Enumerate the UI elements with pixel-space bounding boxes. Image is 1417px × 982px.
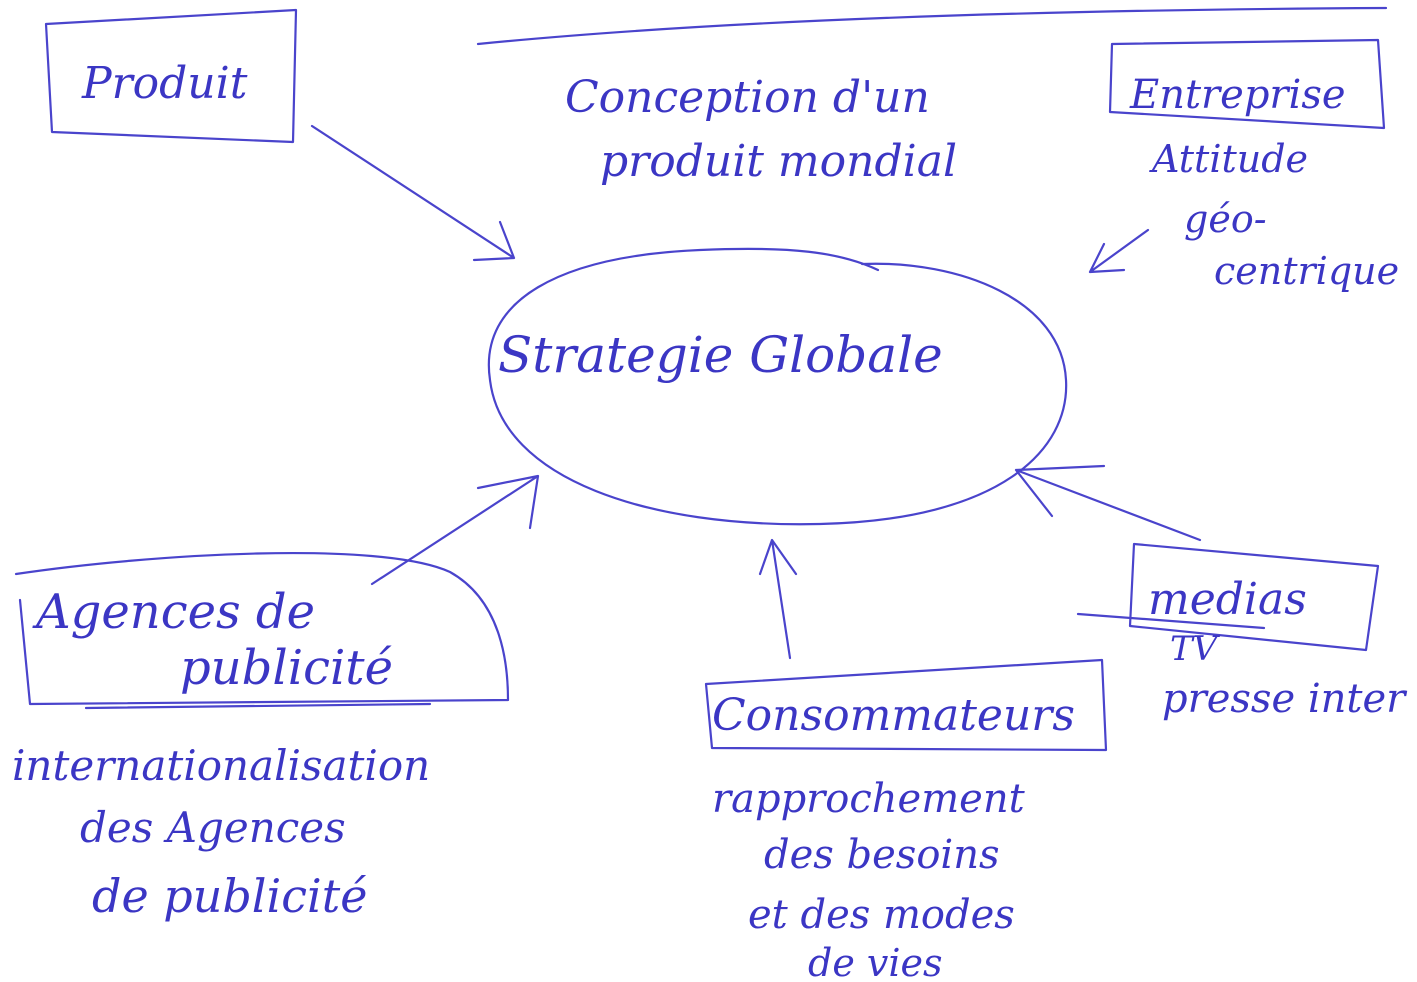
agences-underline — [84, 702, 432, 710]
top-bracket-line — [476, 6, 1388, 46]
consommateurs-label: Consommateurs — [712, 690, 1075, 741]
agences-box — [14, 551, 510, 706]
center-label: Strategie Globale — [498, 326, 943, 384]
consommateurs-note-line3: et des modes — [748, 892, 1015, 938]
entreprise-line2: géo- — [1184, 197, 1267, 241]
produit-label: Produit — [81, 58, 248, 109]
agences-note-line2: des Agences — [80, 803, 346, 852]
conception-line1: Conception d'un — [565, 72, 930, 123]
entreprise-line1: Attitude — [1149, 137, 1308, 181]
medias-box — [1128, 542, 1380, 652]
consommateurs-note-line1: rapprochement — [712, 776, 1026, 822]
agences-note-line3: de publicité — [92, 869, 367, 923]
arrow-entreprise — [1088, 228, 1150, 274]
entreprise-line3: centrique — [1214, 249, 1399, 293]
conception-line2: produit mondial — [600, 136, 957, 187]
arrow-medias — [1014, 464, 1202, 542]
strategie-ellipse — [487, 247, 1068, 526]
agences-note-line1: internationalisation — [12, 741, 430, 790]
arrow-agences — [370, 474, 540, 586]
consommateurs-box — [704, 658, 1108, 752]
produit-box — [44, 8, 298, 144]
consommateurs-note-line2: des besoins — [764, 832, 1000, 878]
medias-label: medias — [1148, 574, 1307, 625]
entreprise-box — [1108, 38, 1386, 130]
medias-underline — [1076, 612, 1266, 630]
medias-line2: presse inter — [1162, 676, 1408, 722]
arrow-produit — [310, 124, 516, 262]
agences-label-line1: Agences de — [32, 584, 315, 640]
arrow-consommateurs — [758, 538, 798, 660]
consommateurs-note-line4: de vies — [808, 941, 943, 982]
agences-label-line2: publicité — [180, 640, 393, 696]
medias-line1: TV — [1170, 629, 1221, 669]
entreprise-label: Entreprise — [1129, 72, 1346, 118]
